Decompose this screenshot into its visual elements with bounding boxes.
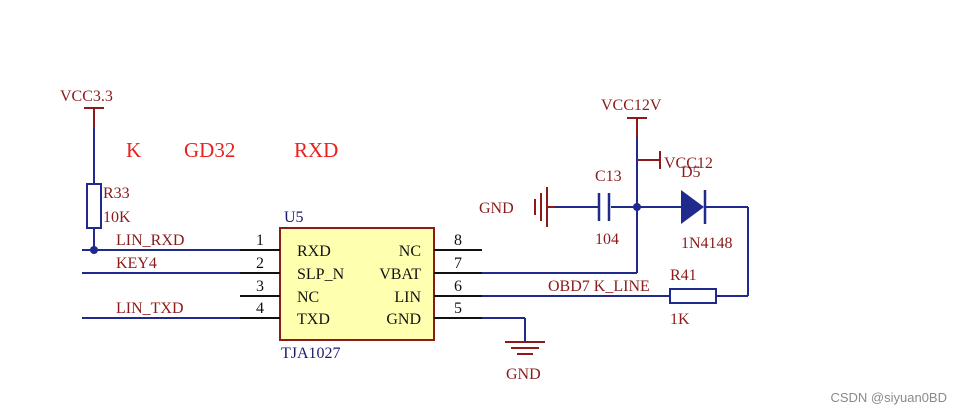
u5-pin4-num: 4	[256, 300, 264, 317]
r33-ref: R33	[103, 185, 130, 202]
gnd-bottom-label: GND	[506, 366, 541, 383]
u5-part: TJA1027	[281, 345, 341, 362]
vcc33-power-symbol: VCC3.3	[60, 88, 113, 128]
annotation-rxd: RXD	[294, 138, 338, 162]
d5-value: 1N4148	[681, 235, 733, 252]
r33-resistor	[86, 183, 102, 229]
u5-pin1-name: RXD	[297, 243, 331, 260]
u5-pin7-num: 7	[454, 255, 462, 272]
u5-pin8-num: 8	[454, 232, 462, 249]
r41-resistor	[669, 288, 717, 304]
c13-value: 104	[595, 231, 619, 248]
net-lin-txd: LIN_TXD	[116, 300, 184, 317]
gnd-left-symbol: GND	[479, 187, 555, 227]
u5-ref: U5	[284, 209, 304, 226]
u5-pin6-name: LIN	[394, 289, 421, 306]
c13-ref: C13	[595, 168, 622, 185]
vcc12v-power-symbol: VCC12V	[601, 97, 662, 137]
u5-pin3-num: 3	[256, 278, 264, 295]
u5-pin2-num: 2	[256, 255, 264, 272]
annotation-gd32: GD32	[184, 138, 235, 162]
u5-pin4-name: TXD	[297, 311, 330, 328]
u5-pin7-name: VBAT	[379, 266, 421, 283]
r41-ref: R41	[670, 267, 697, 284]
watermark: CSDN @siyuan0BD	[830, 390, 947, 405]
u5-ic: U5 TJA1027 1 2 3 4 RXD SLP_N NC TXD 8 7 …	[240, 209, 482, 362]
u5-pin5-name: GND	[386, 311, 421, 328]
u5-pin2-name: SLP_N	[297, 266, 345, 283]
u5-pin1-num: 1	[256, 232, 264, 249]
u5-pin6-num: 6	[454, 278, 462, 295]
net-key4: KEY4	[116, 255, 157, 272]
vcc12-label: VCC12	[664, 155, 713, 172]
r41-value: 1K	[670, 311, 690, 328]
d5-ref: D5	[681, 164, 701, 181]
u5-pin3-name: NC	[297, 289, 319, 306]
net-obd7: OBD7 K_LINE	[548, 278, 650, 295]
vcc33-label: VCC3.3	[60, 88, 113, 105]
d5-diode	[681, 190, 704, 224]
net-lin-rxd: LIN_RXD	[116, 232, 184, 249]
gnd-bottom-symbol: GND	[505, 341, 545, 383]
u5-pin8-name: NC	[399, 243, 421, 260]
u5-body	[279, 227, 435, 341]
r33-value: 10K	[103, 209, 131, 226]
vcc12v-label: VCC12V	[601, 97, 662, 114]
u5-pin5-num: 5	[454, 300, 462, 317]
gnd-left-label: GND	[479, 200, 514, 217]
annotation-k: K	[126, 138, 141, 162]
